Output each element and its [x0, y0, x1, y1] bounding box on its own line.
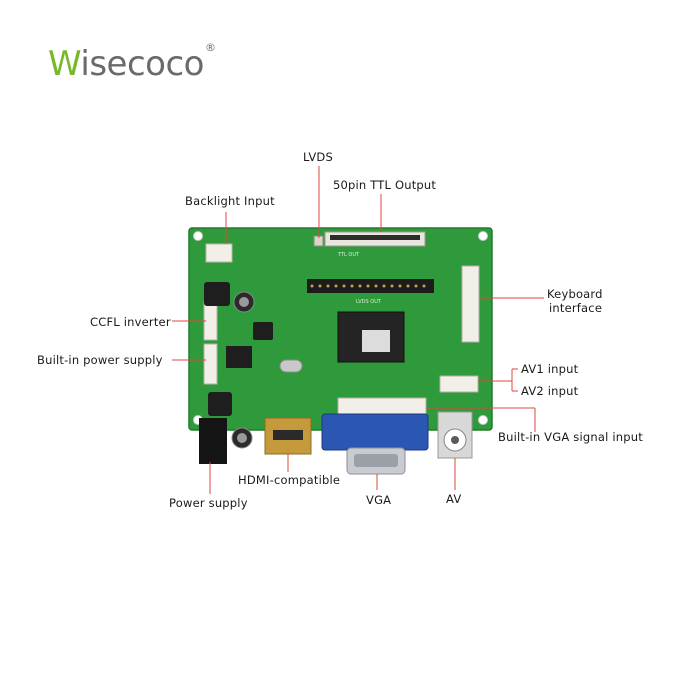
brand-initial: W: [48, 44, 81, 84]
label-ttl-output: 50pin TTL Output: [333, 178, 437, 192]
label-hdmi: HDMI-compatible: [238, 473, 341, 487]
inductor: [208, 392, 232, 416]
crystal: [279, 359, 303, 373]
lvds-silkscreen: LVDS OUT: [356, 299, 382, 305]
ttl-silkscreen: TTL OUT: [337, 252, 360, 258]
pin-header: [307, 279, 434, 293]
label-ccfl-inverter: CCFL inverter: [90, 315, 171, 329]
brand-name: isecoco: [80, 44, 204, 84]
av-input-connector: [439, 375, 479, 393]
label-power-supply: Power supply: [169, 496, 248, 510]
label-builtin-power-supply: Built-in power supply: [37, 353, 163, 367]
brand-logo: Wisecoco ®: [48, 42, 216, 85]
inductor: [204, 282, 230, 306]
power-ic: [226, 346, 252, 368]
registered-mark: ®: [205, 41, 216, 54]
label-vga-signal-input: Built-in VGA signal input: [498, 430, 643, 444]
label-av: AV: [446, 492, 462, 506]
mounting-hole: [478, 415, 488, 425]
label-av1-input: AV1 input: [521, 362, 579, 376]
label-vga: VGA: [366, 493, 392, 507]
mounting-hole: [478, 231, 488, 241]
label-lvds: LVDS: [303, 150, 333, 164]
label-av2-input: AV2 input: [521, 384, 579, 398]
backlight-connector: [205, 243, 233, 263]
label-keyboard-line1: Keyboard: [547, 287, 603, 301]
regulator: [253, 322, 273, 340]
label-keyboard-line2: interface: [549, 301, 603, 315]
dc-power-jack: [199, 418, 227, 464]
chip-label: [362, 330, 390, 352]
mounting-hole: [193, 231, 203, 241]
keyboard-connector: [461, 265, 480, 343]
label-backlight-input: Backlight Input: [185, 194, 275, 208]
internal-power-connector: [203, 343, 218, 385]
